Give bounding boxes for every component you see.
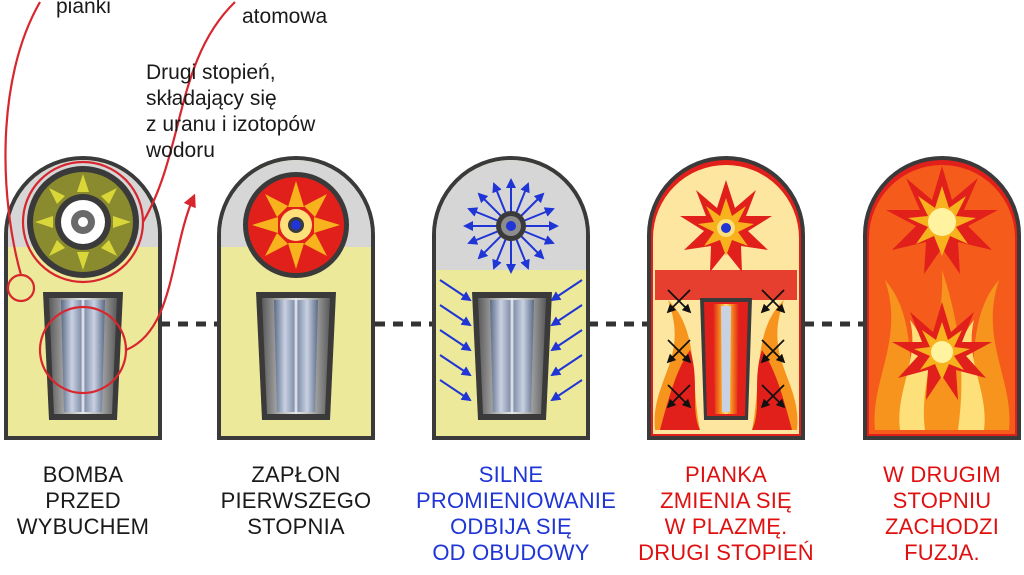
stage-1-primary <box>27 166 139 278</box>
stage-4-caption: PIANKA ZMIENIA SIĘ W PLAZMĘ. DRUGI STOPI… <box>638 462 814 565</box>
stage-5-caption: W DRUGIM STOPNIU ZACHODZI FUZJA. <box>883 462 1001 565</box>
stage-3-casing <box>432 156 590 440</box>
foam-leader-line <box>4 1 41 276</box>
stage-4-primary-fireball <box>680 180 772 272</box>
stage-5-upper-fireball <box>886 166 998 274</box>
stage-2-casing <box>217 156 375 440</box>
stage-3-reflected-radiation <box>439 279 583 402</box>
callout-foam: pianki <box>56 0 111 18</box>
stage-1-caption: BOMBA PRZED WYBUCHEM <box>16 462 150 539</box>
secondary-leader-line <box>125 193 196 352</box>
stage-3-secondary <box>472 292 552 420</box>
stage-5-lower-fireball <box>892 302 992 400</box>
callout-secondary: Drugi stopień, składający się z uranu i … <box>146 61 316 162</box>
stage-3-caption: SILNE PROMIENIOWANIE ODBIJA SIĘ OD OBUDO… <box>416 462 616 565</box>
stage-2-primary-ignition <box>243 172 349 278</box>
annotation-leaders <box>4 1 236 395</box>
stage-4-secondary-compressed <box>700 298 752 420</box>
stage-4-casing <box>647 156 805 440</box>
callout-primary: atomowa <box>242 5 328 28</box>
stage-2-caption: ZAPŁON PIERWSZEGO STOPNIA <box>220 462 372 539</box>
stage-4-plasma-flames <box>654 270 798 430</box>
stage-1-secondary <box>43 292 123 420</box>
primary-leader-line <box>142 1 236 223</box>
stage-2-secondary <box>256 292 336 420</box>
stage-5-casing <box>863 156 1021 440</box>
stage-3-radiation-burst <box>463 178 559 274</box>
stage-4-crossing-arrows <box>666 289 786 409</box>
